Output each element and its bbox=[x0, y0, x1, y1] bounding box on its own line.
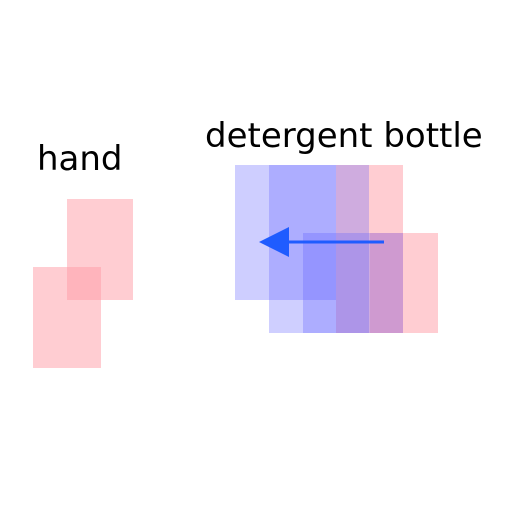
hand-box-lower bbox=[33, 267, 101, 368]
hand-label: hand bbox=[37, 139, 123, 179]
detergent-bottle-pink-box-lower bbox=[370, 233, 438, 333]
detergent-bottle-blue-box-right bbox=[303, 233, 403, 333]
detergent-bottle-label: detergent bottle bbox=[205, 116, 483, 156]
